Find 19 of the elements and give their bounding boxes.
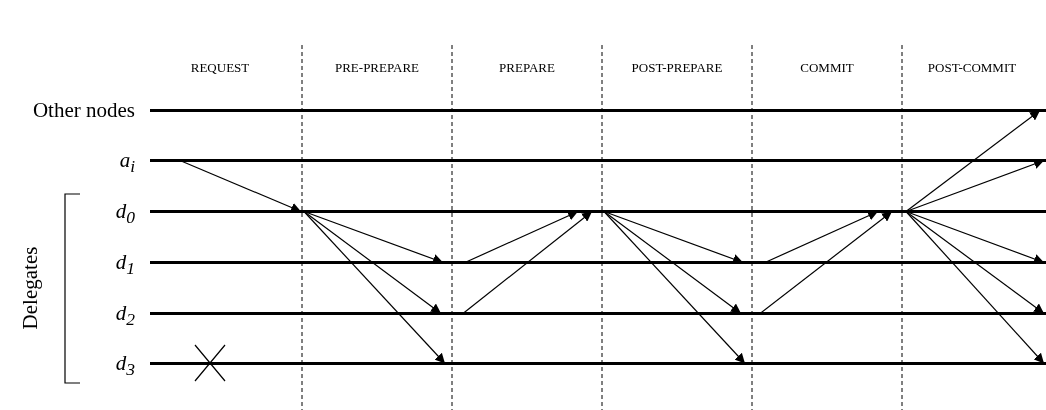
lifeline-label: d$_{0}$ <box>115 199 135 230</box>
group-label: Delegates <box>17 246 43 330</box>
message-arrow <box>303 210 446 365</box>
phase-label: PREPARE <box>499 60 555 76</box>
lifeline-label: d$_{3}$ <box>115 351 135 382</box>
lifeline-label: d$_{2}$ <box>115 301 135 332</box>
phase-label: POST-COMMIT <box>927 60 1017 76</box>
phase-label: COMMIT <box>800 60 854 76</box>
lifeline-label: Other nodes <box>32 98 135 122</box>
message-arrow <box>462 210 593 315</box>
phase-label: POST-PREPARE <box>631 60 723 76</box>
lifeline-label: a$_{i}$ <box>119 148 135 179</box>
message-arrow <box>905 210 1045 365</box>
message-arrow <box>759 210 893 315</box>
message-arrow <box>603 210 746 365</box>
lifeline-label: d$_{1}$ <box>115 250 135 281</box>
message-arrow <box>905 109 1041 213</box>
phase-label: REQUEST <box>190 60 250 76</box>
phase-label: PRE-PREPARE <box>334 60 420 76</box>
